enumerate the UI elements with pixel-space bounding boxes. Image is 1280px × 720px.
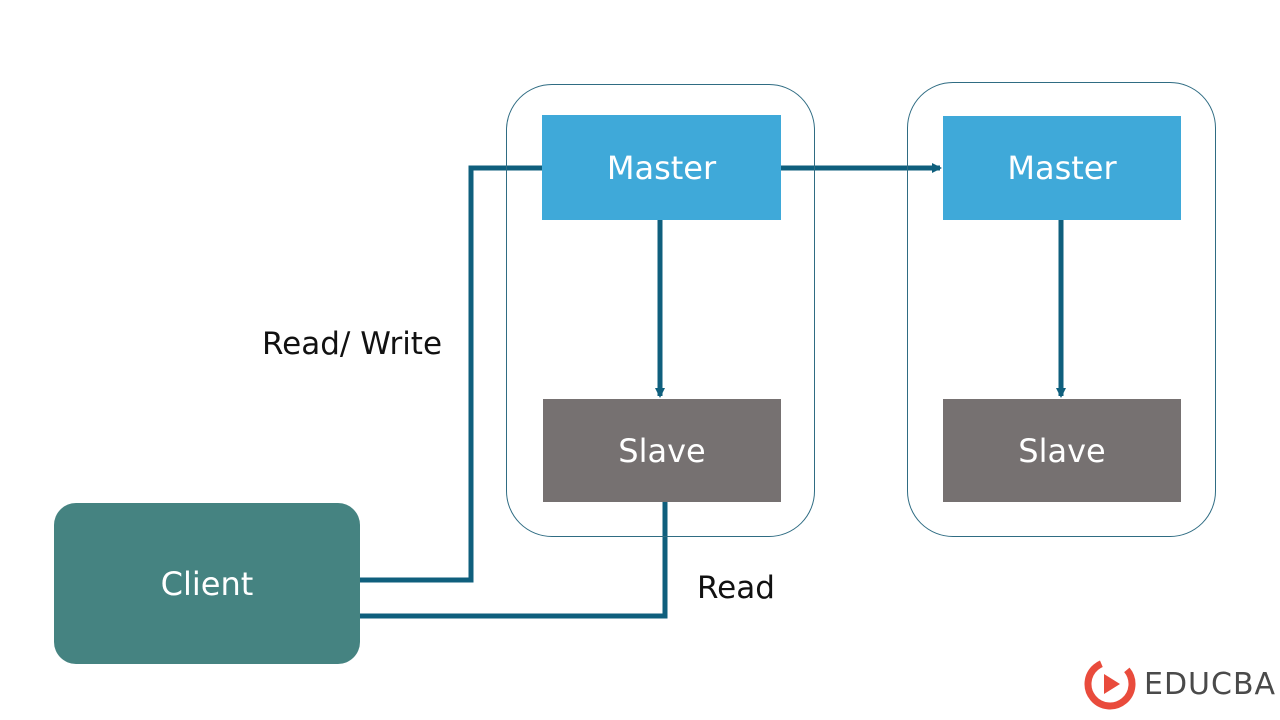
slave-node-1-label: Slave xyxy=(618,431,706,470)
client-node-label: Client xyxy=(160,564,254,603)
read-connector xyxy=(360,502,668,619)
master-node-1-label: Master xyxy=(606,148,717,187)
educba-logo-text: EDUCBA xyxy=(1144,666,1277,702)
cluster-2 xyxy=(907,82,1216,537)
master-node-2: Master xyxy=(943,116,1181,220)
client-node: Client xyxy=(54,503,360,664)
slave-node-2-label: Slave xyxy=(1018,431,1106,470)
educba-logo-icon xyxy=(1084,658,1136,710)
slave-node-2: Slave xyxy=(943,399,1181,502)
master-node-1: Master xyxy=(542,115,781,220)
read-write-label: Read/ Write xyxy=(262,326,443,362)
master-node-2-label: Master xyxy=(1007,149,1117,187)
cluster-1 xyxy=(506,84,815,537)
read-label: Read xyxy=(697,570,775,606)
educba-logo: EDUCBA xyxy=(1084,658,1276,710)
slave-node-1: Slave xyxy=(543,399,781,502)
